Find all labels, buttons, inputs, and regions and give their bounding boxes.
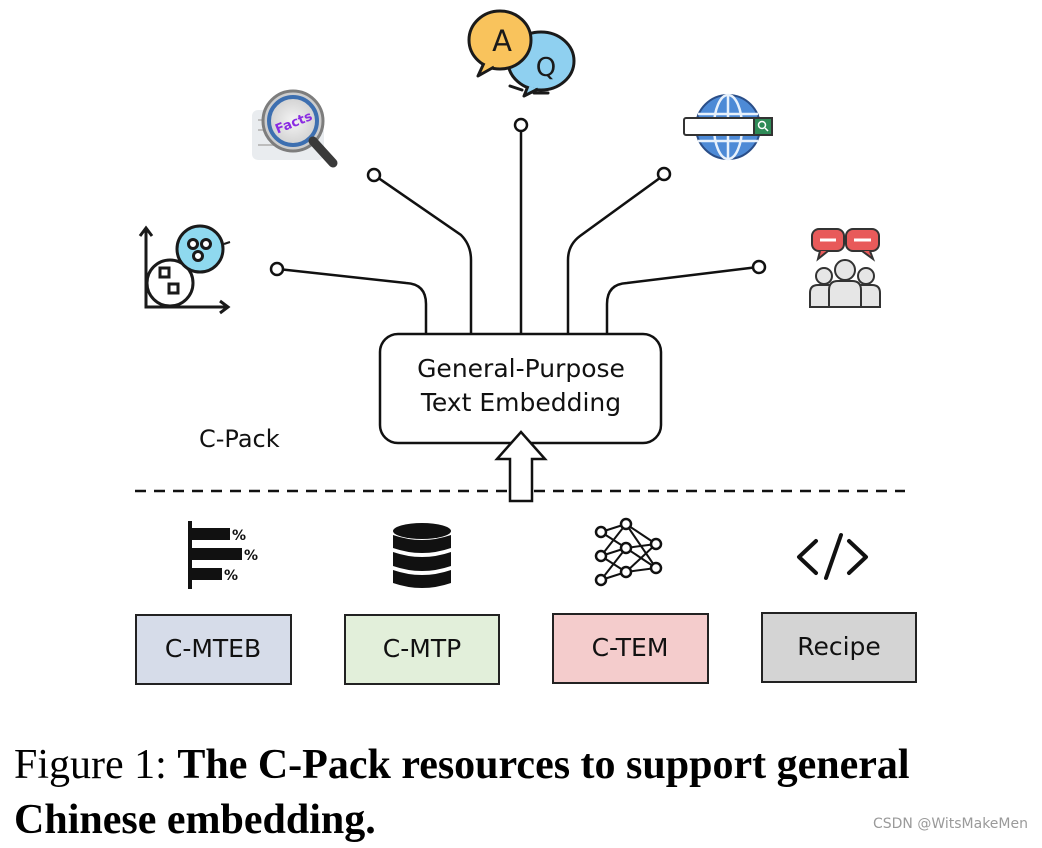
qa-letter-a: A	[492, 24, 512, 58]
connector-nodes	[269, 117, 767, 277]
figure-caption: Figure 1: The C-Pack resources to suppor…	[14, 738, 1034, 848]
web-search-icon	[683, 93, 773, 161]
svg-text:%: %	[244, 548, 258, 564]
resource-c-mteb: C-MTEB	[135, 614, 292, 685]
svg-text:%: %	[232, 528, 246, 544]
clustering-icon	[138, 224, 231, 315]
resource-recipe-label: Recipe	[797, 632, 881, 661]
resource-c-tem-label: C-TEM	[592, 633, 669, 662]
resource-c-mtp-label: C-MTP	[383, 634, 461, 663]
qa-letter-q: Q	[536, 53, 556, 83]
up-arrow-icon	[494, 430, 548, 503]
c-pack-label: C-Pack	[199, 425, 280, 453]
embedding-box: General-Purpose Text Embedding	[378, 332, 663, 445]
resource-c-mteb-label: C-MTEB	[165, 634, 261, 663]
node-dialogue	[751, 259, 767, 275]
magnifier-icon: Facts	[252, 89, 338, 168]
connector-lines	[277, 126, 759, 333]
node-clustering	[269, 261, 285, 277]
embedding-box-line2: Text Embedding	[420, 388, 621, 417]
neural-network-icon	[594, 517, 663, 587]
database-icon	[393, 523, 451, 588]
benchmark-bars-icon: % % %	[188, 521, 258, 589]
node-fact-retrieval	[366, 167, 382, 183]
code-icon	[797, 533, 868, 580]
c-pack-diagram: General-Purpose Text Embedding C-Pack Fa…	[135, 9, 917, 685]
node-qa	[513, 117, 529, 133]
embedding-box-line1: General-Purpose	[417, 354, 625, 383]
node-web-search	[656, 166, 672, 182]
watermark: CSDN @WitsMakeMen	[872, 816, 1028, 832]
resource-c-tem: C-TEM	[552, 613, 709, 684]
resource-recipe: Recipe	[761, 612, 917, 683]
resource-boxes: C-MTEB C-MTP C-TEM Recipe	[135, 612, 917, 685]
caption-title: The C-Pack resources to support general …	[14, 742, 910, 843]
svg-text:%: %	[224, 568, 238, 584]
resource-c-mtp: C-MTP	[344, 614, 500, 685]
dialogue-people-icon	[809, 228, 881, 308]
connector-dialogue	[605, 265, 759, 333]
qa-bubbles-icon: A Q	[467, 9, 576, 98]
connector-clustering	[277, 267, 428, 333]
connector-fact-retrieval	[373, 173, 473, 333]
caption-prefix: Figure 1:	[14, 742, 167, 788]
connector-web-search	[566, 173, 665, 333]
